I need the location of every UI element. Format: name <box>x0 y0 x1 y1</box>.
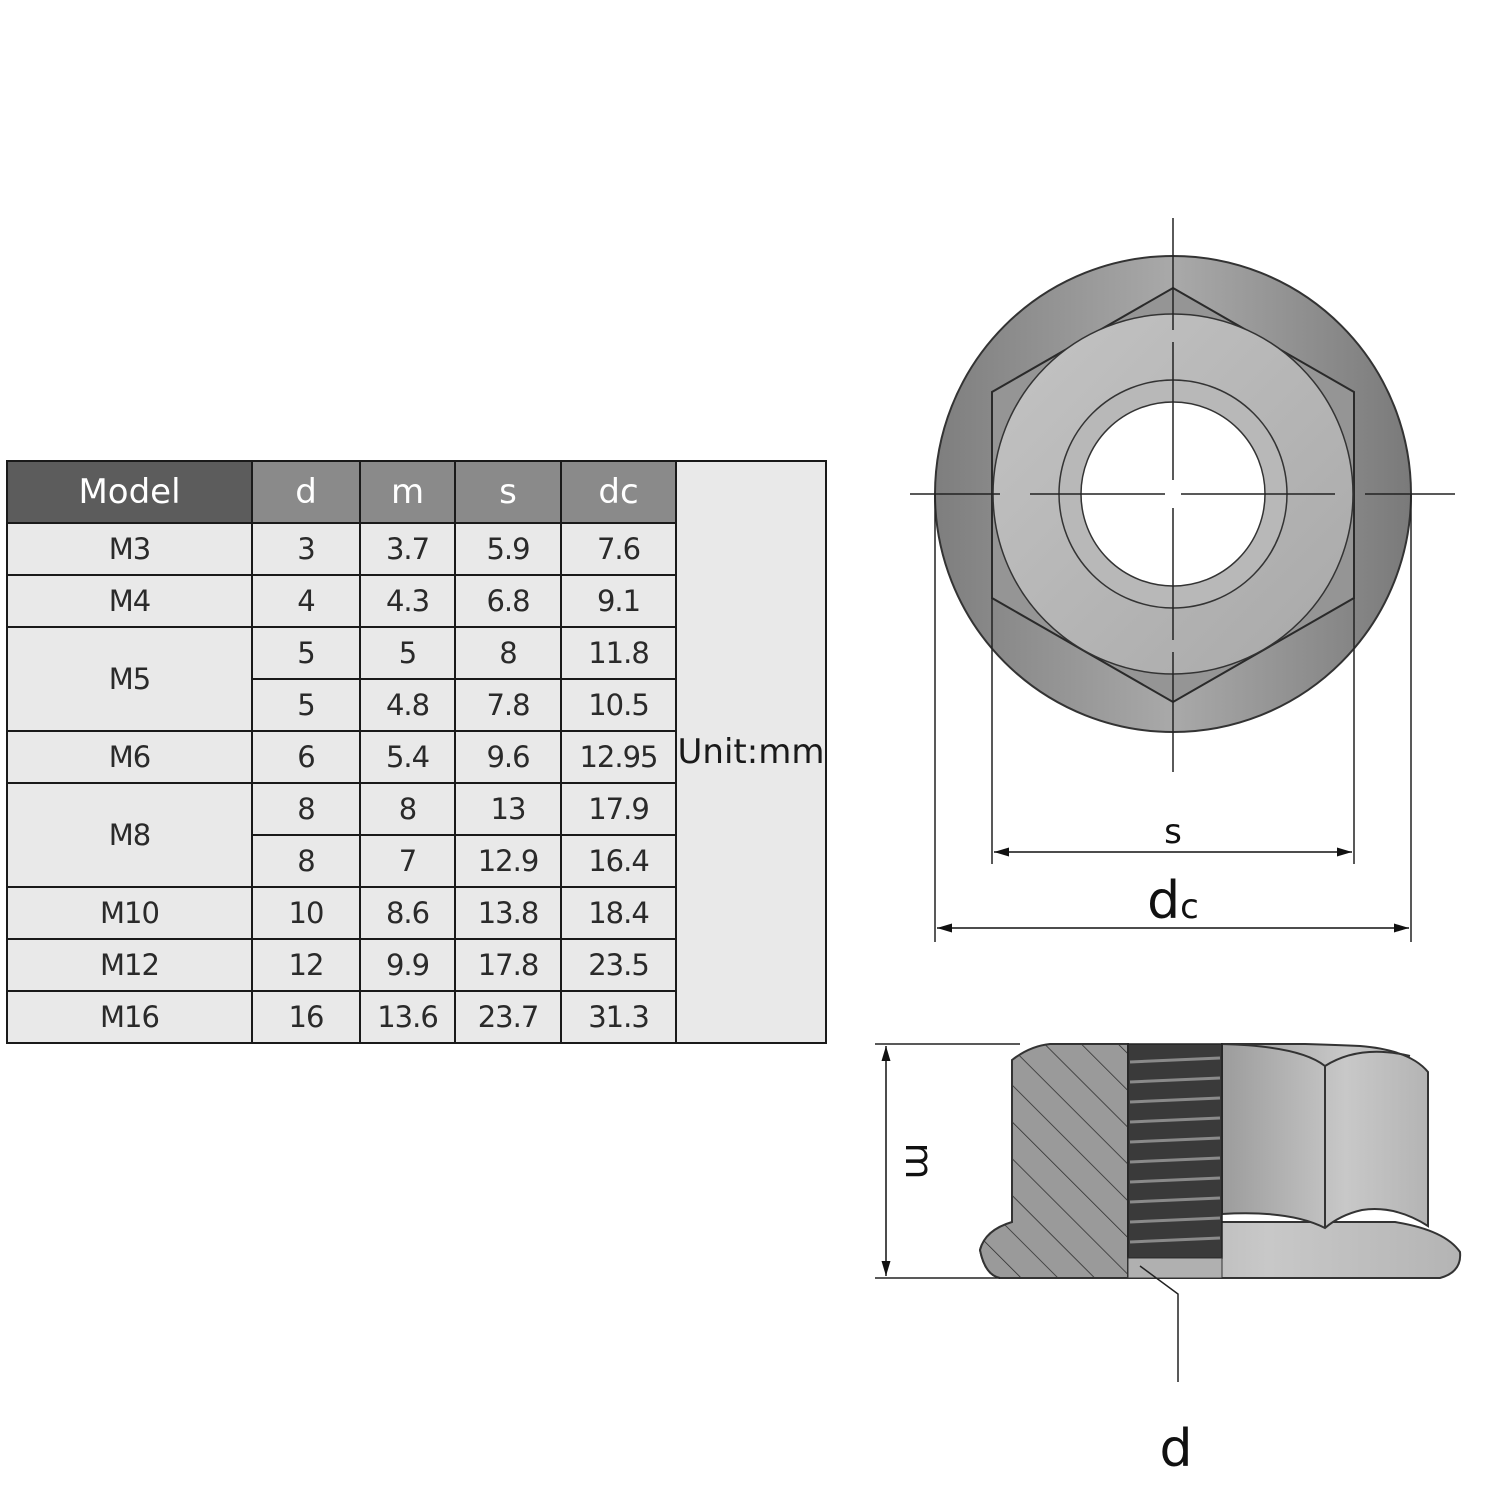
cell-m: 4.8 <box>359 678 456 732</box>
thread-section <box>1127 1043 1223 1259</box>
cell-d: 3 <box>251 522 361 576</box>
cell-s: 13 <box>454 782 562 836</box>
cell-s: 7.8 <box>454 678 562 732</box>
cell-model: M10 <box>6 886 253 940</box>
cell-dc: 12.95 <box>560 730 677 784</box>
table-header-row: Model d m s dc Unit:mm <box>6 460 827 1044</box>
cell-m: 9.9 <box>359 938 456 992</box>
cell-dc: 11.8 <box>560 626 677 680</box>
cell-d: 6 <box>251 730 361 784</box>
label-dc-main: d <box>1147 871 1180 931</box>
header-m: m <box>359 460 456 524</box>
cell-s: 12.9 <box>454 834 562 888</box>
section-hatch <box>978 1043 1129 1279</box>
cell-m: 7 <box>359 834 456 888</box>
top-view: s dc <box>910 218 1455 942</box>
table-row: M10 10 8.6 13.8 18.4 <box>6 886 826 940</box>
cell-d: 16 <box>251 990 361 1044</box>
table-row: M12 12 9.9 17.8 23.5 <box>6 938 826 992</box>
header-model: Model <box>6 460 253 524</box>
thread-lines <box>1129 1056 1221 1244</box>
thread-lower-gap <box>1127 1257 1223 1279</box>
label-dc-sub: c <box>1180 887 1199 927</box>
header-dc: dc <box>560 460 677 524</box>
cell-d: 8 <box>251 782 361 836</box>
cell-dc: 10.5 <box>560 678 677 732</box>
table-row: M3 3 3.7 5.9 7.6 <box>6 522 826 576</box>
cell-dc: 31.3 <box>560 990 677 1044</box>
header-s: s <box>454 460 562 524</box>
cell-model: M8 <box>6 782 253 888</box>
table-row: M4 4 4.3 6.8 9.1 <box>6 574 826 628</box>
table-row: 5 4.8 7.8 10.5 <box>7 678 826 732</box>
d-leader <box>1139 1265 1179 1382</box>
cell-d: 4 <box>251 574 361 628</box>
side-view: m d <box>875 1043 1462 1479</box>
cell-model: M16 <box>6 990 253 1044</box>
table-row: M5 5 5 8 11.8 <box>6 626 826 732</box>
label-m: m <box>897 1142 941 1179</box>
cell-dc: 17.9 <box>560 782 677 836</box>
cell-s: 9.6 <box>454 730 562 784</box>
cell-dc: 16.4 <box>560 834 677 888</box>
cell-dc: 7.6 <box>560 522 677 576</box>
label-dc: dc <box>1147 871 1199 931</box>
cell-m: 4.3 <box>359 574 456 628</box>
cell-s: 8 <box>454 626 562 680</box>
cell-m: 5 <box>359 626 456 680</box>
cell-m: 13.6 <box>359 990 456 1044</box>
table-row: M16 16 13.6 23.7 31.3 <box>6 990 826 1044</box>
cell-model: M3 <box>6 522 253 576</box>
unit-label: Unit:mm <box>675 460 827 1044</box>
cell-d: 12 <box>251 938 361 992</box>
cell-dc: 9.1 <box>560 574 677 628</box>
cell-m: 5.4 <box>359 730 456 784</box>
cell-dc: 23.5 <box>560 938 677 992</box>
cell-d: 8 <box>251 834 361 888</box>
cell-model: M5 <box>6 626 253 732</box>
cell-m: 8.6 <box>359 886 456 940</box>
cell-d: 5 <box>251 626 361 680</box>
cell-s: 23.7 <box>454 990 562 1044</box>
cell-d: 10 <box>251 886 361 940</box>
extension-lines <box>934 494 1412 942</box>
center-lines <box>910 218 1455 772</box>
cell-d: 5 <box>251 678 361 732</box>
cell-s: 5.9 <box>454 522 562 576</box>
cell-m: 8 <box>359 782 456 836</box>
cell-model: M12 <box>6 938 253 992</box>
hex-top-edge <box>1221 1043 1411 1068</box>
spec-table: Model d m s dc Unit:mm M3 3 3.7 5.9 7.6 … <box>6 460 827 1044</box>
table-row: M8 8 8 13 17.9 <box>6 782 826 888</box>
label-s: s <box>1164 812 1182 852</box>
table-row: 8 7 12.9 16.4 <box>7 834 826 888</box>
cell-s: 13.8 <box>454 886 562 940</box>
cell-s: 6.8 <box>454 574 562 628</box>
cell-model: M6 <box>6 730 253 784</box>
label-d: d <box>1159 1419 1192 1479</box>
cell-s: 17.8 <box>454 938 562 992</box>
cell-m: 3.7 <box>359 522 456 576</box>
cell-model: M4 <box>6 574 253 628</box>
header-d: d <box>251 460 361 524</box>
cell-dc: 18.4 <box>560 886 677 940</box>
table-row: M6 6 5.4 9.6 12.95 <box>6 730 826 784</box>
